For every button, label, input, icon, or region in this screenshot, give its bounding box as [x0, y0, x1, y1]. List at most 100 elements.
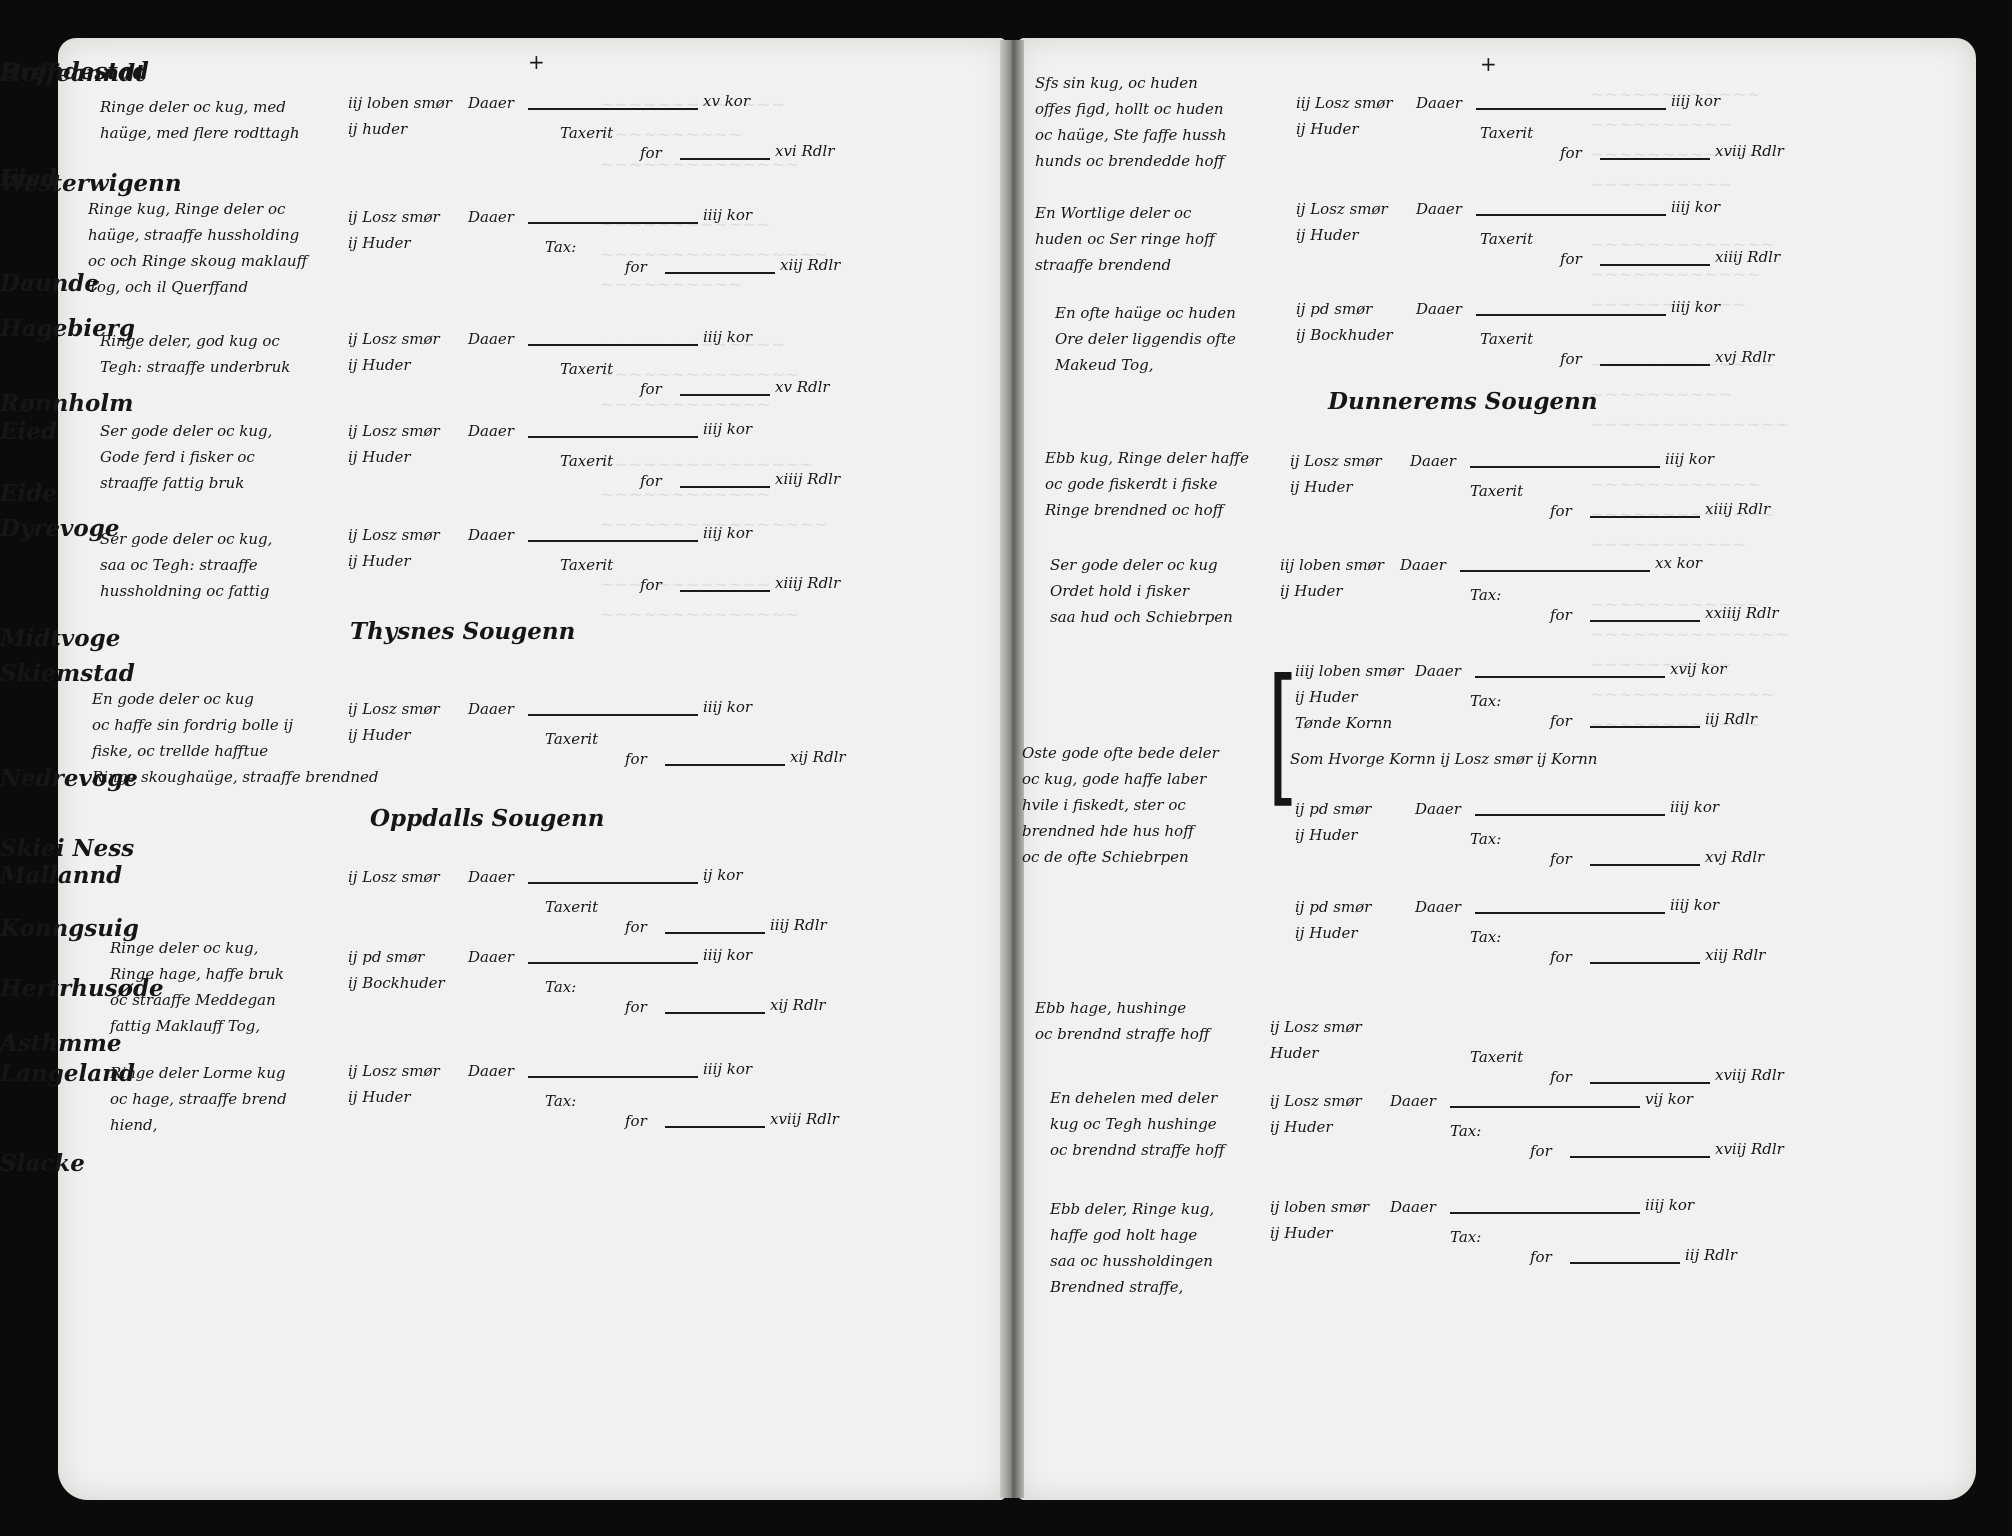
tax-value: xviij Rdlr: [1715, 1066, 1784, 1084]
tax-label: Taxerit: [560, 452, 614, 470]
tax-value: iij Rdlr: [1685, 1246, 1737, 1264]
daaer-label: Daaer: [1390, 1092, 1436, 1110]
measure-line: Huder: [1270, 1044, 1319, 1062]
desc-line: Gode ferd i fisker oc: [100, 448, 255, 466]
measure-line: ij Huder: [348, 1088, 411, 1106]
desc-line: saa hud och Schiebrpen: [1050, 608, 1233, 626]
desc-line: Ringe hage, haffe bruk: [110, 965, 285, 983]
measure-line: ij Losz smør: [1296, 200, 1388, 218]
measure-line: iij Losz smør: [1296, 94, 1393, 112]
ledger-rule: [1590, 1082, 1710, 1084]
desc-line: oc de ofte Schiebrpen: [1022, 848, 1189, 866]
ledger-rule: [528, 714, 698, 716]
measure-line: iij loben smør: [1280, 556, 1384, 574]
daaer-label: Daaer: [468, 868, 514, 886]
desc-line: Oste gode ofte bede deler: [1022, 744, 1219, 762]
tax-value: xv Rdlr: [775, 378, 830, 396]
desc-line: oc straaffe Meddegan: [110, 991, 276, 1009]
ledger-rule: [680, 590, 770, 592]
measure-line: ij loben smør: [1270, 1198, 1370, 1216]
tax-value: xiiij Rdlr: [1715, 248, 1781, 266]
for-label: for: [640, 144, 662, 162]
desc-line: hussholdning oc fattig: [100, 582, 270, 600]
measure-line: ij Bockhuder: [348, 974, 445, 992]
measure-line: ij Losz smør: [348, 526, 440, 544]
daaer-value: iiij kor: [703, 420, 753, 438]
tax-label: Taxerit: [560, 556, 614, 574]
desc-line: Ebb kug, Ringe deler haffe: [1045, 449, 1250, 467]
for-label: for: [640, 576, 662, 594]
desc-line: En gode deler oc kug: [92, 690, 254, 708]
desc-line: Ser gode deler oc kug,: [100, 422, 273, 440]
measure-line: iij loben smør: [348, 94, 452, 112]
tax-label: Taxerit: [560, 360, 614, 378]
ledger-rule: [1600, 264, 1710, 266]
ledger-rule: [1476, 108, 1666, 110]
place-name: Hoffeanndt: [0, 60, 146, 87]
desc-line: oc haffe sin fordrig bolle ij: [92, 716, 294, 734]
daaer-label: Daaer: [1416, 200, 1462, 218]
desc-line: Ser gode deler oc kug: [1050, 556, 1218, 574]
place-name: Eide: [0, 480, 57, 507]
for-label: for: [625, 1112, 647, 1130]
desc-line: Ringe kug, Ringe deler oc: [88, 200, 286, 218]
desc-line: haffe god holt hage: [1050, 1226, 1198, 1244]
daaer-label: Daaer: [1390, 1198, 1436, 1216]
tax-value: xiij Rdlr: [1705, 946, 1766, 964]
measure-line: ij Huder: [348, 448, 411, 466]
place-name: Nedrevoge: [0, 765, 138, 792]
ledger-rule: [665, 1126, 765, 1128]
measure-line: ij huder: [348, 120, 408, 138]
for-label: for: [1560, 144, 1582, 162]
daaer-value: vij kor: [1645, 1090, 1693, 1108]
daaer-label: Daaer: [468, 1062, 514, 1080]
daaer-value: iiij kor: [1670, 798, 1720, 816]
measure-line: ij Huder: [1270, 1118, 1333, 1136]
measure-line: ij pd smør: [1295, 898, 1372, 916]
ledger-rule: [528, 108, 698, 110]
desc-line: Ordet hold i fisker: [1050, 582, 1190, 600]
place-name: Westerwigenn: [0, 170, 182, 197]
right-midt-extra: Som Hvorge Kornn ij Losz smør ij Kornn: [1290, 750, 1598, 768]
daaer-label: Daaer: [468, 208, 514, 226]
left-top-mark: +: [528, 50, 545, 74]
ledger-rule: [1450, 1212, 1640, 1214]
tax-label: Tax:: [545, 238, 577, 256]
ledger-rule: [1590, 620, 1700, 622]
desc-line: Ringe deler, god kug oc: [100, 332, 280, 350]
desc-line: En dehelen med deler: [1050, 1089, 1218, 1107]
ledger-rule: [1476, 214, 1666, 216]
desc-line: saa oc hussholdingen: [1050, 1252, 1213, 1270]
ledger-rule: [1590, 864, 1700, 866]
desc-line: Makeud Tog,: [1055, 356, 1154, 374]
desc-line: hunds oc brendedde hoff: [1035, 152, 1225, 170]
measure-line: ij pd smør: [1296, 300, 1373, 318]
measure-line: ij Losz smør: [348, 868, 440, 886]
desc-line: haüge, straaffe hussholding: [88, 226, 300, 244]
desc-line: Ser gode deler oc kug,: [100, 530, 273, 548]
desc-line: oc gode fiskerdt i fiske: [1045, 475, 1218, 493]
for-label: for: [1530, 1142, 1552, 1160]
measure-line: ij Huder: [1295, 688, 1358, 706]
place-name: Rønnholm: [0, 390, 134, 417]
tax-value: xviij Rdlr: [1715, 1140, 1784, 1158]
tax-label: Taxerit: [1480, 124, 1534, 142]
desc-line: straaffe brendend: [1035, 256, 1172, 274]
daaer-value: iiij kor: [1670, 896, 1720, 914]
ledger-rule: [1476, 314, 1666, 316]
place-name: Hertrhusøde: [0, 975, 164, 1002]
desc-line: haüge, med flere rodttagh: [100, 124, 300, 142]
daaer-value: ij kor: [703, 866, 743, 884]
desc-line: fiske, oc trellde hafftue: [92, 742, 269, 760]
daaer-label: Daaer: [1415, 800, 1461, 818]
daaer-label: Daaer: [468, 700, 514, 718]
daaer-value: xv kor: [703, 92, 750, 110]
ledger-rule: [1590, 962, 1700, 964]
bleed-through-right: ~~~~~~~~~~~~ ~~~~~~~~~~ ~~~~~~~~~~~~~ ~~…: [1590, 85, 1790, 735]
ledger-rule: [528, 1076, 698, 1078]
desc-line: Ebb deler, Ringe kug,: [1050, 1200, 1215, 1218]
tax-value: xxiiij Rdlr: [1705, 604, 1779, 622]
desc-line: Tog, och il Querffand: [88, 278, 249, 296]
ledger-rule: [528, 882, 698, 884]
tax-label: Tax:: [1470, 586, 1502, 604]
